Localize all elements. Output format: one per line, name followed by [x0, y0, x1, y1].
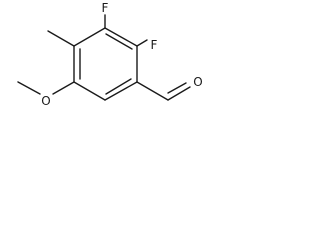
ring-bond-c1-c2	[104, 27, 138, 47]
atom-labels: F F O O	[41, 1, 202, 108]
substituent-bonds	[17, 14, 191, 101]
ring-bond-c3-c4	[104, 81, 138, 101]
benzene-ring	[73, 27, 138, 101]
fluorine-top-label: F	[102, 1, 109, 15]
fluorine-right-label: F	[151, 38, 158, 52]
bond-to-methoxy-oxygen	[52, 81, 75, 95]
bond-to-aldehyde-carbon	[136, 81, 169, 101]
methoxy-oxygen-label: O	[41, 94, 50, 108]
ring-bond-c4-c5	[73, 81, 106, 101]
ring-inner-double-bond-1	[105, 33, 133, 50]
aldehyde-double-bond-inner	[167, 82, 187, 94]
aldehyde-double-bond-outer	[167, 86, 191, 101]
ring-bond-c6-c1	[73, 27, 106, 47]
methoxy-methyl-bond	[17, 81, 41, 95]
aldehyde-oxygen-label: O	[193, 75, 202, 89]
bond-to-right-fluorine	[136, 39, 148, 47]
structure-diagram: F F O O	[17, 1, 203, 108]
ring-inner-double-bond-2	[105, 78, 132, 95]
methyl-bond	[47, 30, 75, 47]
